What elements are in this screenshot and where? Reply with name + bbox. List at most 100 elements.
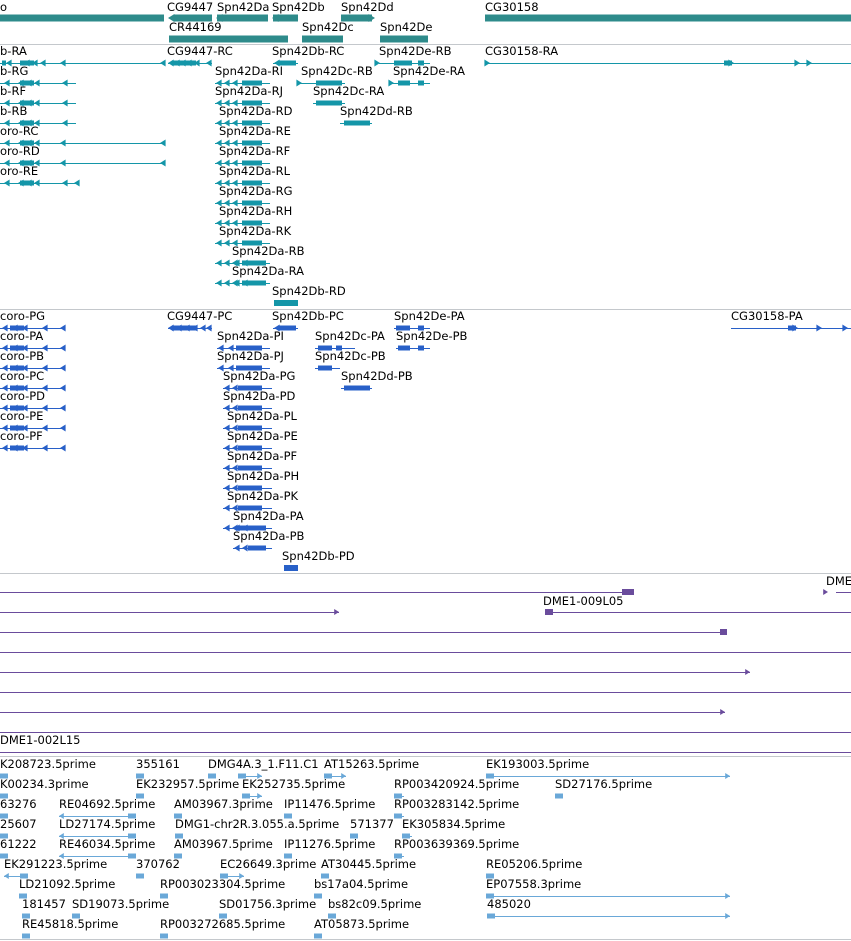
strand-arrow[interactable]: [224, 199, 230, 207]
strand-arrow[interactable]: [42, 364, 48, 372]
feature-block[interactable]: [0, 793, 8, 799]
feature-block[interactable]: [248, 525, 266, 531]
feature-label[interactable]: IP11476.5prime: [284, 797, 376, 811]
feature-label[interactable]: Spn42Dc-RB: [301, 64, 373, 78]
strand-arrow[interactable]: [4, 99, 10, 107]
strand-arrow[interactable]: [224, 179, 230, 187]
feature-block[interactable]: [622, 589, 634, 595]
strand-arrow[interactable]: [806, 59, 812, 67]
strand-arrow[interactable]: [42, 424, 48, 432]
strand-arrow[interactable]: [224, 524, 230, 532]
strand-arrow[interactable]: [22, 344, 28, 352]
feature-block[interactable]: [242, 220, 262, 226]
strand-arrow[interactable]: [168, 14, 175, 22]
strand-arrow[interactable]: [60, 364, 66, 372]
feature-label[interactable]: Spn42De-RA: [393, 64, 465, 78]
strand-arrow[interactable]: [2, 344, 8, 352]
strand-arrow[interactable]: [160, 139, 166, 147]
feature-label[interactable]: 181457: [22, 897, 66, 911]
strand-arrow[interactable]: [234, 259, 240, 267]
strand-arrow[interactable]: [224, 444, 230, 452]
feature-block[interactable]: [318, 345, 332, 351]
strand-arrow[interactable]: [232, 504, 238, 512]
strand-arrow[interactable]: [4, 119, 10, 127]
strand-arrow[interactable]: [60, 444, 66, 452]
feature-label[interactable]: Spn42Da-PF: [227, 449, 298, 463]
strand-arrow[interactable]: [62, 99, 68, 107]
strand-arrow[interactable]: [224, 159, 230, 167]
feature-block[interactable]: [284, 853, 292, 859]
strand-arrow[interactable]: [160, 159, 166, 167]
feature-block[interactable]: [486, 873, 494, 879]
feature-label[interactable]: coro-PC: [0, 369, 45, 383]
feature-label[interactable]: CG9447: [167, 0, 214, 14]
feature-block[interactable]: [20, 60, 34, 66]
feature-label[interactable]: Spn42Da-PE: [227, 429, 298, 443]
feature-block[interactable]: [242, 80, 262, 86]
strand-arrow[interactable]: [74, 179, 80, 187]
feature-block[interactable]: [238, 405, 262, 411]
strand-arrow[interactable]: [242, 544, 248, 552]
feature-label[interactable]: AM03967.3prime: [174, 797, 273, 811]
strand-arrow[interactable]: [224, 464, 230, 472]
strand-arrow[interactable]: [2, 364, 8, 372]
feature-label[interactable]: Spn42Da-RA: [232, 264, 304, 278]
strand-arrow[interactable]: [60, 404, 66, 412]
feature-block[interactable]: [341, 14, 372, 22]
strand-arrow[interactable]: [232, 99, 238, 107]
strand-arrow[interactable]: [224, 504, 230, 512]
strand-arrow[interactable]: [34, 79, 40, 87]
feature-label[interactable]: 571377: [350, 817, 394, 831]
strand-arrow[interactable]: [34, 159, 40, 167]
strand-arrow[interactable]: [224, 384, 230, 392]
feature-block[interactable]: [0, 773, 8, 779]
feature-label[interactable]: RE46034.5prime: [59, 837, 156, 851]
strand-arrow[interactable]: [62, 79, 68, 87]
feature-label[interactable]: b-RA: [0, 44, 27, 58]
feature-label[interactable]: Spn42De-PA: [394, 309, 465, 323]
strand-arrow[interactable]: [34, 99, 40, 107]
feature-label[interactable]: Spn42Da-RD: [219, 104, 293, 118]
feature-label[interactable]: DMG4A.3_1.F11.C1: [208, 757, 319, 771]
feature-block[interactable]: [20, 120, 34, 126]
feature-block[interactable]: [10, 325, 24, 331]
feature-label[interactable]: DME1-002L15: [0, 733, 81, 747]
feature-block[interactable]: [242, 180, 262, 186]
feature-label[interactable]: CG30158-PA: [731, 309, 803, 323]
strand-arrow[interactable]: [216, 219, 222, 227]
strand-arrow[interactable]: [224, 484, 230, 492]
strand-arrow[interactable]: [228, 344, 234, 352]
feature-block[interactable]: [485, 14, 851, 22]
feature-block[interactable]: [396, 325, 410, 331]
feature-label[interactable]: 61222: [0, 837, 37, 851]
feature-block[interactable]: [314, 893, 322, 899]
strand-arrow[interactable]: [257, 793, 262, 799]
feature-block[interactable]: [284, 565, 298, 571]
strand-arrow[interactable]: [232, 219, 238, 227]
feature-label[interactable]: LD21092.5prime: [19, 877, 116, 891]
feature-block[interactable]: [344, 385, 370, 391]
feature-label[interactable]: EK193003.5prime: [486, 757, 590, 771]
feature-block[interactable]: [128, 853, 136, 859]
feature-block[interactable]: [418, 325, 424, 331]
strand-arrow[interactable]: [242, 524, 248, 532]
strand-arrow[interactable]: [296, 79, 302, 87]
feature-label[interactable]: RE04692.5prime: [59, 797, 156, 811]
feature-block[interactable]: [274, 300, 298, 306]
feature-label[interactable]: LD27174.5prime: [59, 817, 156, 831]
feature-label[interactable]: Spn42De-RB: [379, 44, 452, 58]
feature-label[interactable]: 25607: [0, 817, 37, 831]
feature-label[interactable]: Spn42Db-RD: [272, 284, 346, 298]
feature-block[interactable]: [302, 35, 343, 43]
feature-label[interactable]: CR44169: [169, 20, 222, 34]
strand-arrow[interactable]: [42, 324, 48, 332]
feature-label[interactable]: RP003023304.5prime: [160, 877, 286, 891]
feature-block[interactable]: [328, 913, 336, 919]
feature-label[interactable]: DME1-009L05: [543, 594, 624, 608]
feature-block[interactable]: [418, 60, 424, 66]
feature-label[interactable]: Spn42Da-PH: [227, 469, 300, 483]
strand-arrow[interactable]: [216, 179, 222, 187]
feature-label[interactable]: Spn42Da-RI: [215, 64, 283, 78]
feature-label[interactable]: RE05206.5prime: [486, 857, 583, 871]
